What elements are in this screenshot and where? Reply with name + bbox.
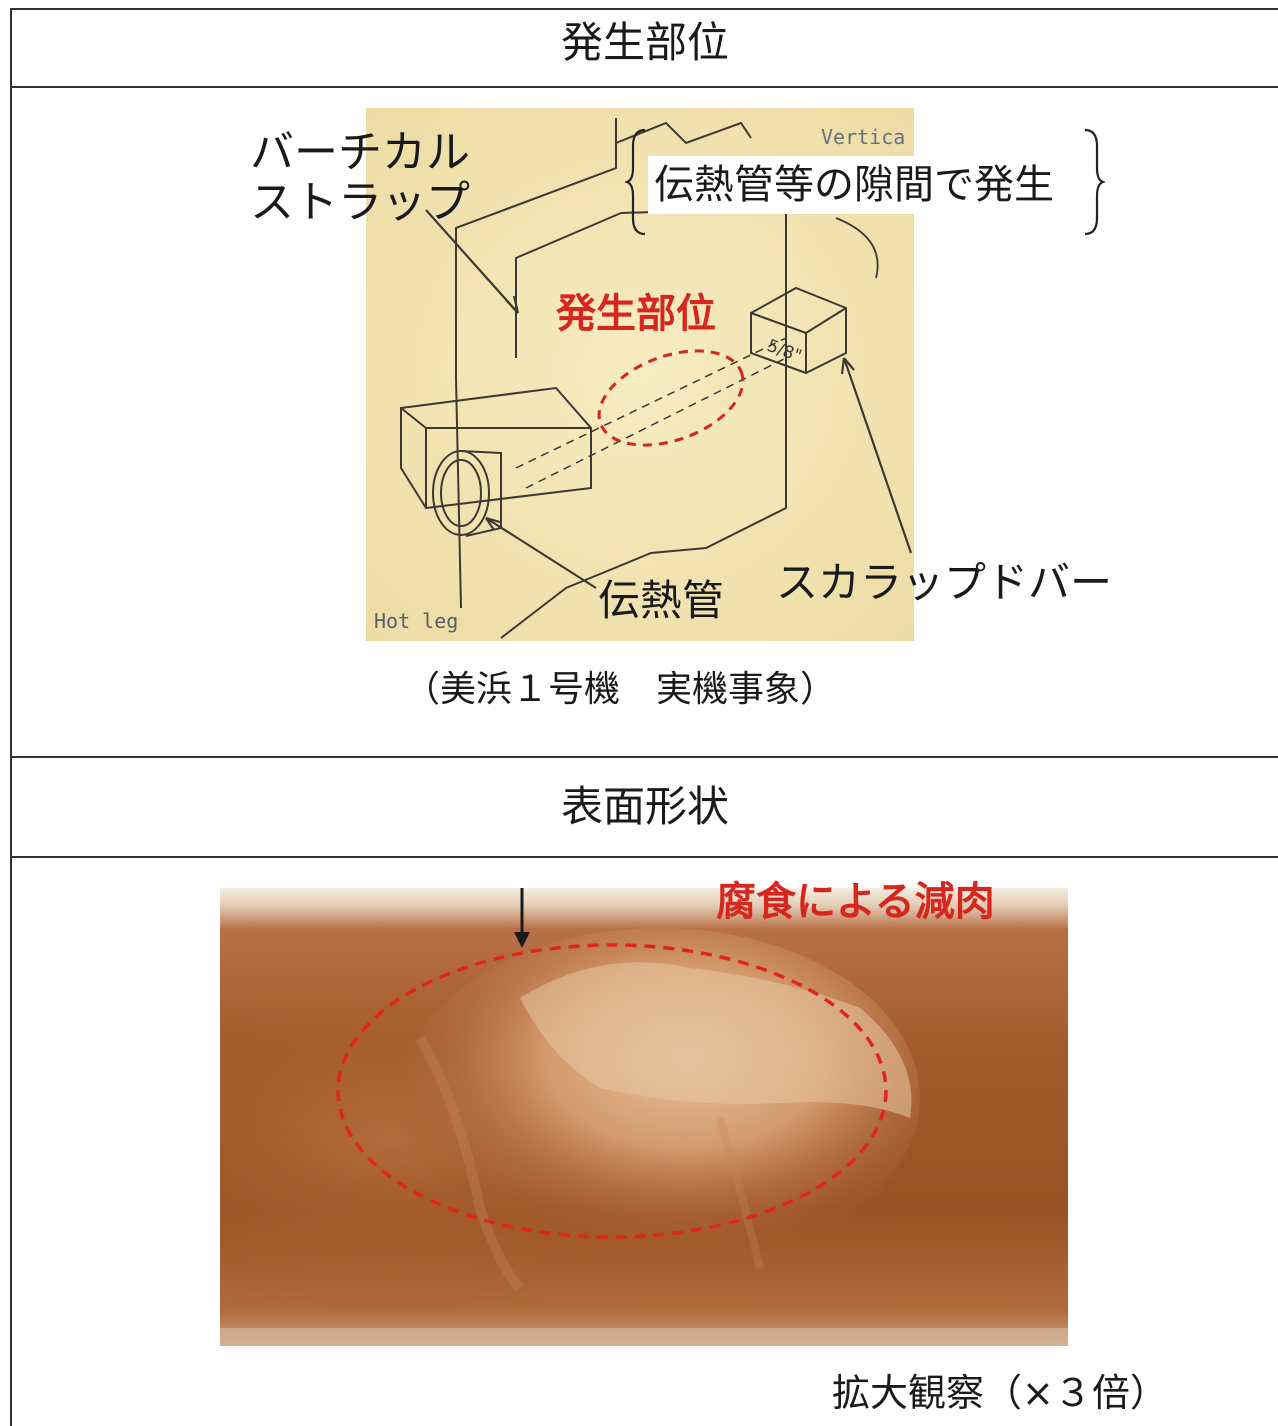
drawing-text-vertical: Vertica: [821, 125, 905, 149]
vertical-strap-label-line2: ストラップ: [250, 177, 470, 228]
vertical-strap-label-line1: バーチカル: [250, 127, 470, 178]
drawing-text-hotleg: Hot leg: [374, 609, 458, 633]
corrosion-photo-render: [220, 888, 1068, 1346]
vertical-strap-label: バーチカル ストラップ: [250, 128, 470, 228]
location-marker-ellipse: [597, 349, 745, 447]
tube-label: 伝熱管: [598, 576, 725, 625]
diagram-image: Vertica Hot leg 5/8": [366, 108, 914, 641]
photo-caption: 拡大観察（×３倍）: [832, 1371, 1168, 1415]
section-header-location: 発生部位: [560, 18, 729, 67]
gap-label-brackets: [625, 128, 1105, 236]
scalloped-bar-label: スカラップドバー: [776, 558, 1113, 607]
corrosion-label: 腐食による減肉: [716, 879, 995, 925]
location-label: 発生部位: [556, 291, 716, 337]
divider: [10, 856, 1278, 858]
diagram-caption: （美浜１号機 実機事象）: [404, 669, 837, 710]
corrosion-marker-ellipse: [336, 943, 888, 1239]
divider: [10, 756, 1278, 758]
section-header-surface: 表面形状: [560, 782, 729, 831]
table-frame: [10, 8, 1278, 1426]
divider: [10, 86, 1278, 88]
corrosion-photo: [220, 888, 1068, 1346]
gap-label: 伝熱管等の隙間で発生: [648, 156, 1060, 214]
